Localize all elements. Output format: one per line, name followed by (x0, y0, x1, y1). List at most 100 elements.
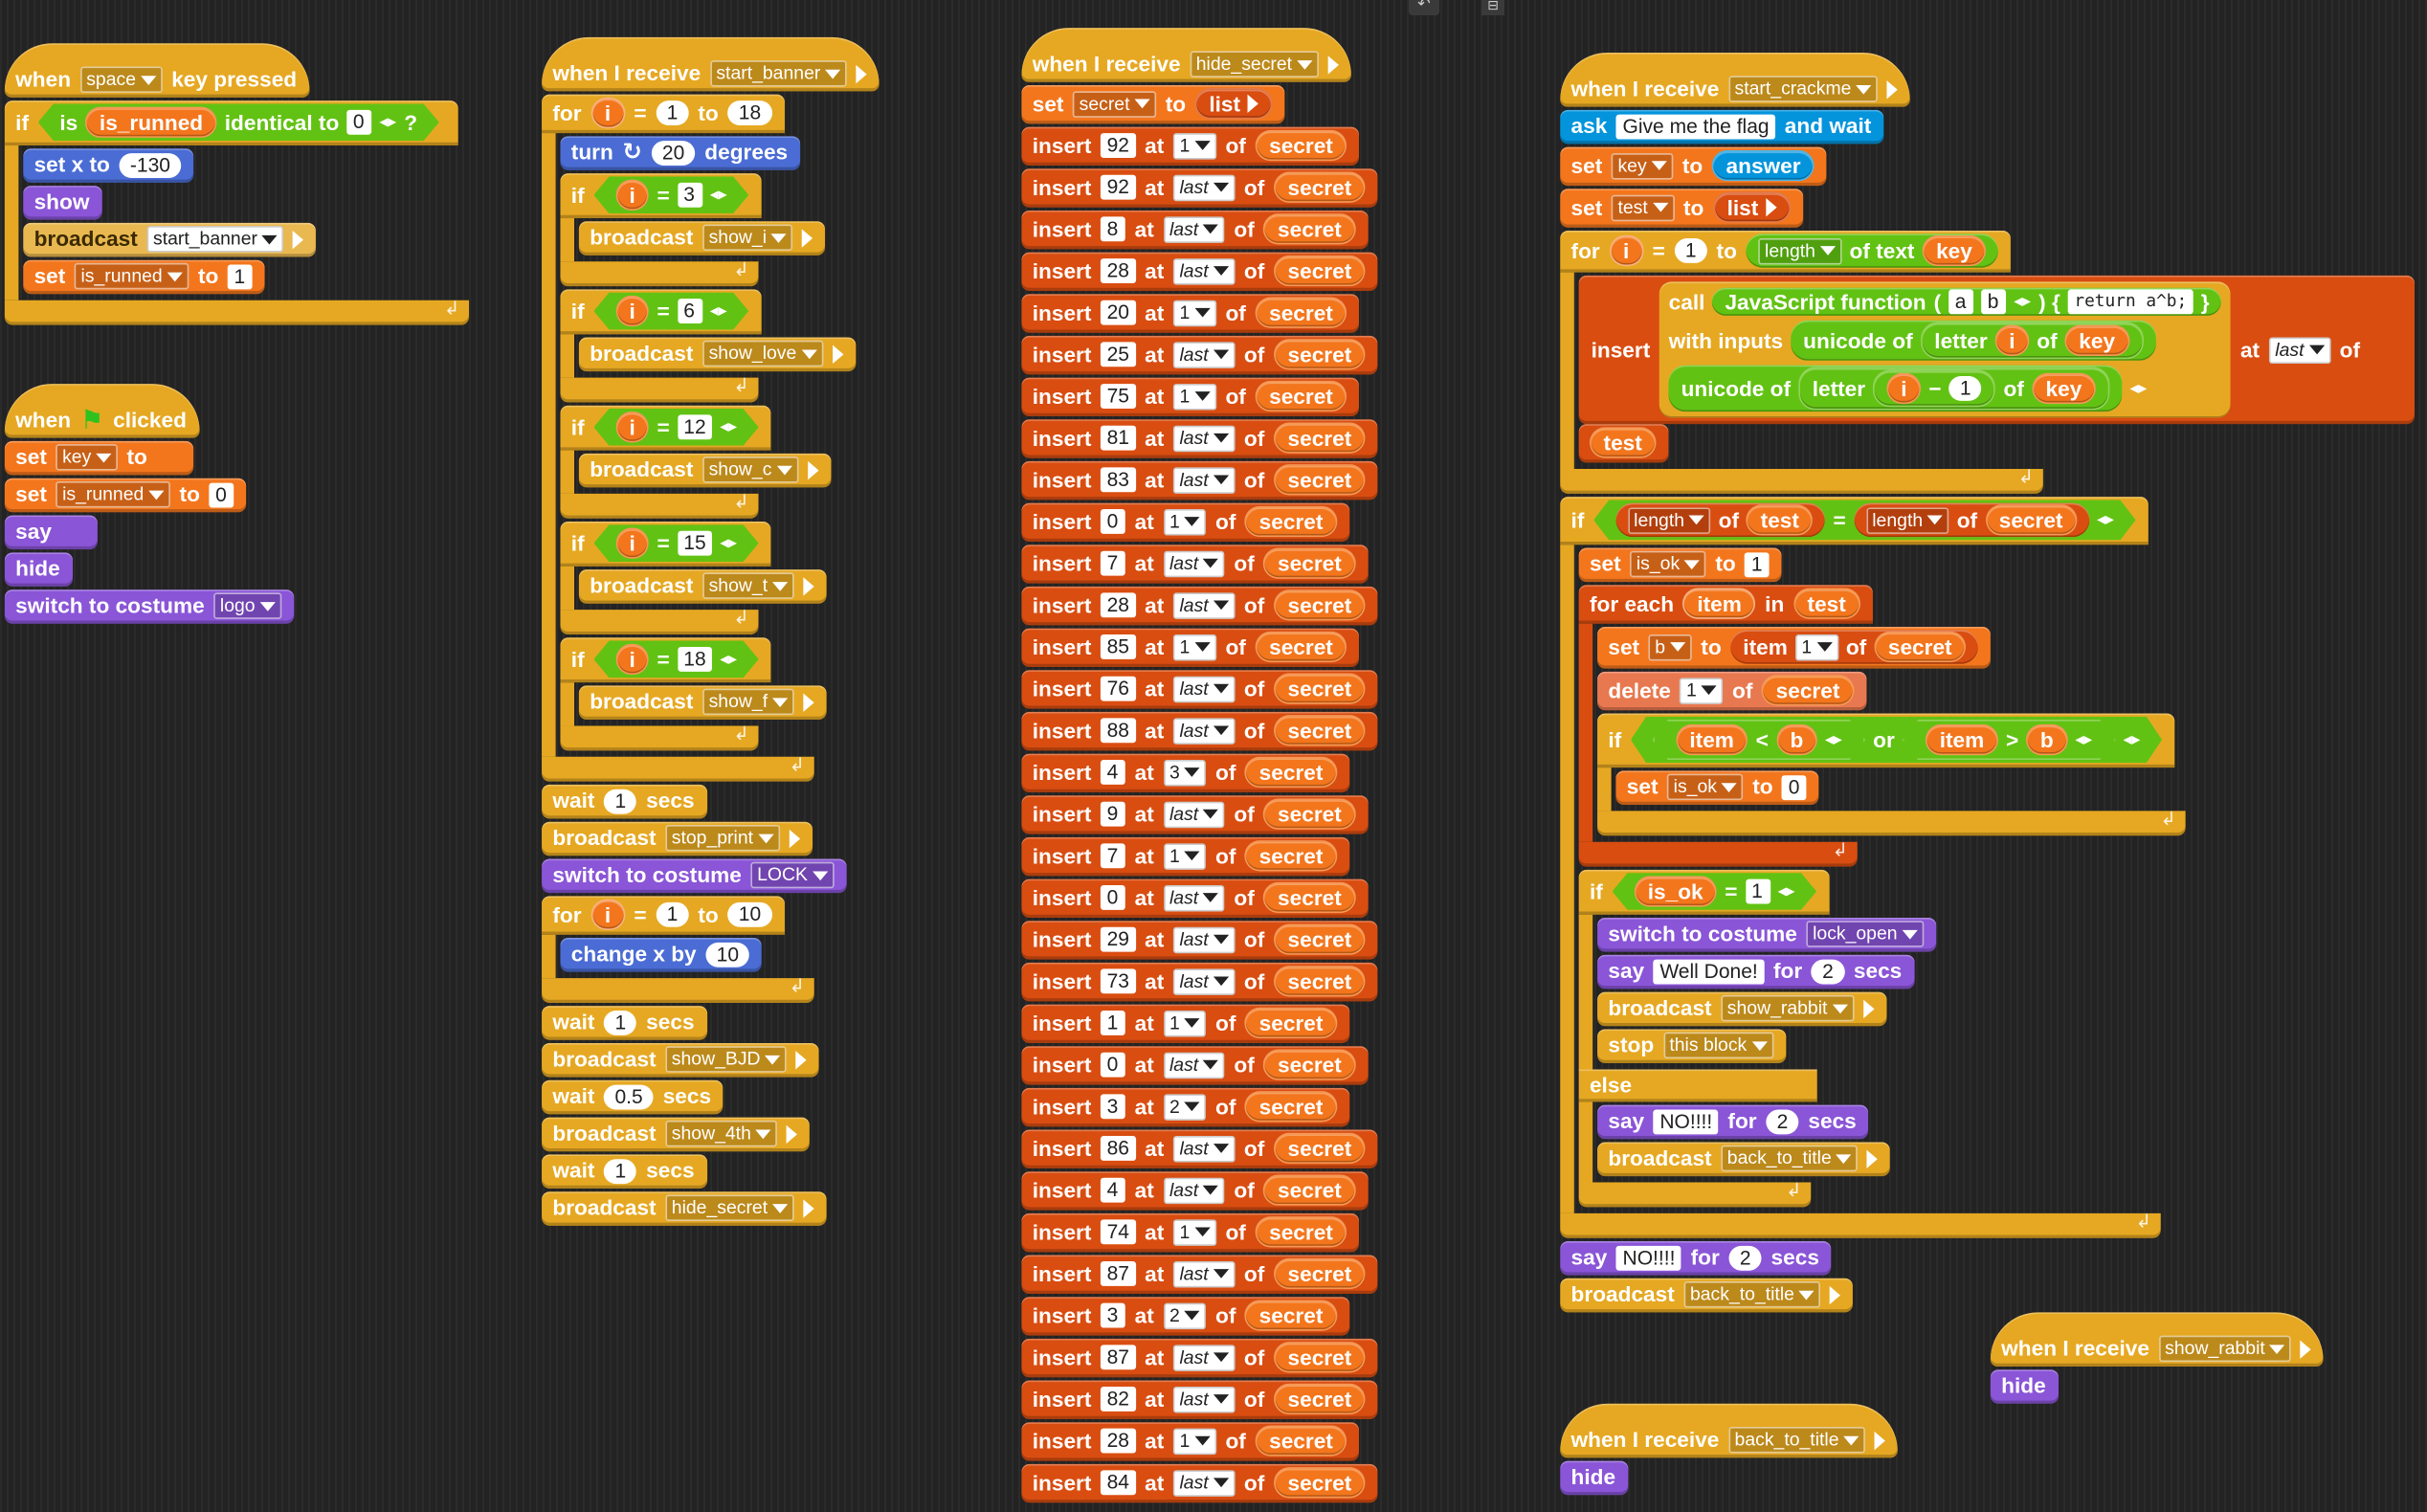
value-input[interactable]: 1 (228, 263, 253, 289)
equals-predicate[interactable]: i=18◂▸ (593, 641, 758, 678)
value-input[interactable]: 20 (1101, 300, 1136, 325)
var-secret[interactable]: secret (1273, 1383, 1366, 1415)
var-secret[interactable]: secret (1273, 1467, 1366, 1499)
message-dropdown[interactable]: show_4th (665, 1120, 778, 1147)
var-secret[interactable]: secret (1273, 715, 1366, 746)
prompt-input[interactable]: Give me the flag (1616, 113, 1776, 139)
message-dropdown[interactable]: start_banner (709, 60, 847, 87)
is-identical-predicate[interactable]: is is_runned identical to 0 ◂▸ ? (38, 103, 439, 141)
var-secret[interactable]: secret (1255, 129, 1347, 162)
variable-dropdown[interactable]: key (56, 444, 118, 471)
index-dropdown[interactable]: 1 (1680, 677, 1724, 704)
var-secret[interactable]: secret (1255, 1425, 1347, 1456)
var-secret[interactable]: secret (1273, 422, 1366, 454)
value-input[interactable]: 28 (1101, 592, 1136, 618)
arrows-icon[interactable]: ◂▸ (2129, 379, 2148, 398)
costume-dropdown[interactable]: lock_open (1806, 921, 1925, 947)
hat-when-i-receive[interactable]: when I receive start_banner (542, 36, 880, 92)
to-input[interactable]: 10 (727, 901, 772, 927)
if-header[interactable]: if is_ok = 1 ◂▸ (1578, 869, 1830, 915)
wait-block[interactable]: wait 1 secs (542, 1154, 707, 1190)
arrow-right-icon[interactable] (803, 1198, 814, 1217)
arrow-right-icon[interactable] (795, 1050, 808, 1069)
var-secret[interactable]: secret (1255, 1216, 1347, 1248)
variable-dropdown[interactable]: test (1611, 193, 1675, 221)
value-input[interactable]: 1 (1746, 879, 1770, 904)
wait-block[interactable]: wait 1 secs (542, 784, 707, 819)
value-input[interactable]: 0 (1101, 885, 1125, 910)
length-dropdown[interactable]: length (1628, 507, 1711, 533)
say-for-block[interactable]: say NO!!!! for 2 secs (1560, 1240, 1832, 1276)
upvar-item[interactable]: item (1682, 588, 1756, 619)
value-input[interactable]: 25 (1101, 342, 1136, 367)
arrows-icon[interactable]: ◂▸ (1777, 881, 1795, 901)
value-input[interactable]: 75 (1101, 384, 1136, 409)
var-secret[interactable]: secret (1263, 881, 1356, 914)
value-input[interactable]: 18 (678, 647, 712, 672)
broadcast-block[interactable]: broadcast show_BJD (542, 1042, 820, 1078)
unicode-of-reporter[interactable]: unicode of letter i − 1 of key (1668, 365, 2123, 412)
var-secret[interactable]: secret (1985, 504, 2077, 535)
x-input[interactable]: -130 (119, 152, 182, 178)
greater-than-predicate[interactable]: item > b ◂▸ (1903, 720, 2116, 760)
if-compare-block[interactable]: if item < b ◂▸ or item (1597, 713, 2186, 836)
position-dropdown[interactable]: last (1172, 1260, 1236, 1287)
message-dropdown[interactable]: show_c (702, 456, 798, 483)
position-dropdown[interactable]: 1 (1172, 634, 1216, 660)
message-dropdown[interactable]: show_rabbit (2158, 1335, 2292, 1363)
letter-of-reporter[interactable]: letter i of key (1920, 322, 2144, 360)
delete-block[interactable]: delete 1 of secret (1597, 671, 1866, 711)
set-b-block[interactable]: set b to item 1 of secret (1597, 626, 1992, 669)
value-input[interactable]: 4 (1101, 1177, 1125, 1203)
position-dropdown[interactable]: 1 (1163, 1010, 1207, 1036)
from-input[interactable]: 1 (1674, 238, 1707, 263)
var-secret[interactable]: secret (1273, 255, 1366, 287)
position-dropdown[interactable]: last (1172, 424, 1236, 452)
variable-dropdown[interactable]: is_runned (56, 480, 170, 508)
value-input[interactable]: 85 (1101, 634, 1136, 659)
switch-costume-block[interactable]: switch to costume LOCK (542, 858, 847, 894)
length-of-text-reporter[interactable]: length of text key (1746, 233, 1999, 268)
if-block[interactable]: if length of test = length of secret ◂▸ … (1560, 497, 2186, 1238)
for-header[interactable]: for i = 1 to 10 (542, 896, 785, 935)
arrows-icon[interactable]: ◂▸ (2014, 292, 2032, 312)
broadcast-block[interactable]: broadcast back_to_title (1560, 1278, 1854, 1313)
var-b[interactable]: b (1776, 724, 1817, 755)
value-input[interactable]: 0 (1101, 509, 1125, 534)
value-input[interactable]: 15 (678, 531, 712, 556)
value-input[interactable]: 28 (1101, 258, 1136, 283)
position-dropdown[interactable]: 1 (1172, 299, 1216, 326)
broadcast-block[interactable]: broadcast back_to_title (1597, 1142, 1891, 1177)
position-dropdown[interactable]: 1 (1163, 508, 1207, 535)
is-ok-equals-predicate[interactable]: is_ok = 1 ◂▸ (1613, 873, 1817, 910)
var-i[interactable]: i (615, 180, 649, 211)
for-loop-block[interactable]: for i = 1 to length of text key insert c… (1560, 230, 2415, 494)
var-secret[interactable]: secret (1273, 1132, 1366, 1165)
value-input[interactable]: 88 (1101, 718, 1136, 744)
message-dropdown[interactable]: start_banner (146, 226, 284, 253)
length-of-list-reporter[interactable]: length of secret (1854, 503, 2089, 538)
position-dropdown[interactable]: last (1172, 173, 1236, 201)
hat-when-flag-clicked[interactable]: when ⚑ clicked (4, 384, 199, 438)
from-input[interactable]: 1 (656, 901, 689, 927)
script-when-space-pressed[interactable]: when space key pressed if is is_runned i… (4, 43, 470, 328)
script-receive-back-to-title[interactable]: when I receive back_to_title hide (1560, 1403, 1898, 1499)
secs-input[interactable]: 2 (1728, 1245, 1762, 1270)
var-is-runned[interactable]: is_runned (85, 107, 216, 138)
script-receive-hide-secret[interactable]: when I receive hide_secret set secret to… (1021, 28, 1378, 1505)
position-dropdown[interactable]: last (1172, 1469, 1236, 1497)
variable-dropdown[interactable]: secret (1073, 90, 1156, 118)
var-secret[interactable]: secret (1245, 505, 1337, 538)
set-test-block[interactable]: set test to list (1560, 189, 1804, 228)
list-reporter[interactable]: list (1713, 191, 1792, 223)
arrows-icon[interactable]: ◂▸ (2097, 510, 2114, 530)
var-key[interactable]: key (2031, 372, 2096, 405)
